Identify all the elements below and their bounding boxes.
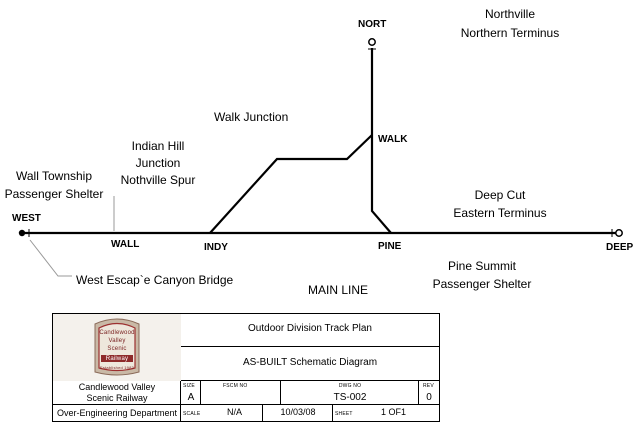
size-cell: SIZE A [181, 381, 201, 405]
logo-line-5: Established 1983 [100, 365, 134, 370]
node-indy: INDY [204, 242, 228, 253]
label-wall-township: Wall Township Passenger Shelter [4, 169, 104, 201]
dwg-value: TS-002 [333, 392, 367, 403]
company-line-2: Scenic Railway [86, 393, 148, 403]
label-main-line: MAIN LINE [308, 283, 369, 297]
west-escape-leader [29, 239, 72, 277]
west-terminal-marker [18, 229, 26, 237]
rev-value: 0 [426, 392, 432, 403]
title-row-2: AS-BUILT Schematic Diagram [181, 347, 439, 381]
label-deep-cut: Deep Cut Eastern Terminus [453, 188, 547, 220]
dwg-cell: DWG NO TS-002 [281, 381, 419, 405]
nothville-spur-track [209, 134, 373, 234]
scale-value: N/A [227, 407, 243, 417]
rev-cell: REV 0 [419, 381, 439, 405]
company-line-1: Candlewood Valley [78, 382, 156, 392]
title-row-1: Outdoor Division Track Plan [181, 314, 439, 347]
sheet-label: SHEET [335, 411, 353, 417]
dwg-label: DWG NO [338, 383, 362, 389]
sheet-value: 1 OF1 [381, 407, 407, 417]
fscm-cell: FSCM NO [201, 381, 281, 405]
node-wall: WALL [111, 239, 140, 250]
label-pine-summit: Pine Summit Passenger Shelter [432, 259, 532, 291]
logo-cell: Candlewood Valley Scenic Railway Establi… [53, 314, 181, 381]
nort-terminal-marker [368, 38, 376, 46]
node-nort: NORT [358, 19, 387, 30]
scale-label: SCALE [183, 411, 201, 417]
label-west-escape-bridge: West Escap`e Canyon Bridge [76, 273, 234, 287]
department-text: Over-Engineering Department [56, 408, 178, 418]
logo-line-2: Valley [108, 338, 126, 344]
northville-branch-track [370, 48, 392, 234]
title-1: Outdoor Division Track Plan [248, 323, 372, 334]
scale-cell: SCALE N/A [181, 405, 263, 421]
logo-line-3: Scenic [107, 346, 127, 352]
size-value: A [187, 392, 195, 403]
logo-line-1: Candlewood [99, 330, 135, 336]
fscm-label: FSCM NO [223, 383, 248, 389]
label-northville: Northville Northern Terminus [460, 7, 560, 40]
date-value: 10/03/08 [280, 407, 316, 417]
sheet-cell: SHEET 1 OF1 [333, 405, 439, 421]
label-walk-junction: Walk Junction [214, 110, 289, 124]
logo-line-4: Railway [105, 356, 129, 362]
label-indian-hill: Indian Hill Junction Nothville Spur [120, 139, 196, 187]
title-2: AS-BUILT Schematic Diagram [242, 357, 378, 368]
node-deep: DEEP [606, 242, 634, 253]
department-cell: Over-Engineering Department [53, 405, 181, 421]
deep-terminal-marker [615, 229, 623, 237]
railway-logo [53, 314, 181, 381]
date-cell: 10/03/08 [263, 405, 333, 421]
node-west: WEST [12, 213, 41, 224]
rev-label: REV [423, 383, 434, 389]
title-block: Candlewood Valley Scenic Railway Establi… [52, 313, 440, 422]
node-pine: PINE [378, 241, 402, 252]
size-label: SIZE [183, 383, 195, 389]
node-walk: WALK [378, 134, 408, 145]
company-cell: Candlewood Valley Scenic Railway [53, 381, 181, 405]
